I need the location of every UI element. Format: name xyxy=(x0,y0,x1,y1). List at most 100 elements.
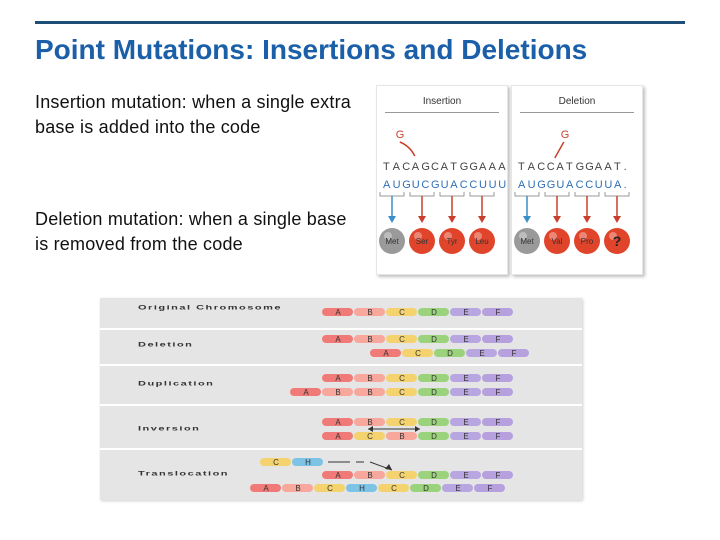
codon-bracket xyxy=(575,192,599,196)
codon-bracket xyxy=(440,192,464,196)
segment-label: H xyxy=(305,458,311,467)
mrna-base: U xyxy=(556,179,564,191)
amino-acid-label: Val xyxy=(552,237,563,246)
dna-base: A xyxy=(556,161,564,173)
mrna-base: A xyxy=(566,179,574,191)
segment-label: E xyxy=(463,418,468,427)
segment-label: F xyxy=(496,471,501,480)
mrna-base: U xyxy=(441,179,449,191)
codon-bracket xyxy=(470,192,494,196)
translation-arrowhead xyxy=(613,216,621,223)
segment-label: F xyxy=(496,374,501,383)
chromosome: CH xyxy=(260,458,323,467)
mrna-base: G xyxy=(402,179,411,191)
chromosome: ACDEF xyxy=(370,349,529,358)
segment-label: D xyxy=(431,374,437,383)
codon-bracket xyxy=(515,192,539,196)
mutation-arrow xyxy=(400,142,415,156)
dna-base: A xyxy=(489,161,497,173)
translation-arrowhead xyxy=(478,216,486,223)
dna-base: A xyxy=(528,161,536,173)
translation-arrowhead xyxy=(388,216,396,223)
mrna-base: C xyxy=(460,179,468,191)
segment-label: B xyxy=(367,471,372,480)
dna-base: C xyxy=(402,161,410,173)
codon-bracket xyxy=(410,192,434,196)
translation-arrowhead xyxy=(448,216,456,223)
segment-label: E xyxy=(455,484,460,493)
dna-base: C xyxy=(537,161,545,173)
segment-label: B xyxy=(367,388,372,397)
segment-label: A xyxy=(383,349,389,358)
segment-label: E xyxy=(463,374,468,383)
deletion-bullet: Deletion mutation: when a single base is… xyxy=(35,207,365,257)
mrna-base: U xyxy=(393,179,401,191)
mrna-base: G xyxy=(431,179,440,191)
mrna-base: A xyxy=(614,179,622,191)
segment-label: D xyxy=(431,388,437,397)
segment-label: C xyxy=(273,458,279,467)
chromosome-diagram: ABCDEFABCDEFACDEFABCDEFABBCDEFABCDEFACBD… xyxy=(100,298,582,500)
amino-acid-label: Pro xyxy=(581,237,594,246)
dna-base: G xyxy=(460,161,469,173)
chromosome: ACBDEF xyxy=(322,432,513,441)
dna-base: T xyxy=(614,161,621,173)
amino-acid-label: Met xyxy=(520,237,534,246)
segment-label: F xyxy=(496,432,501,441)
segment-label: A xyxy=(303,388,309,397)
dna-base: C xyxy=(431,161,439,173)
segment-label: C xyxy=(367,432,373,441)
segment-label: C xyxy=(399,471,405,480)
segment-label: A xyxy=(335,308,341,317)
segment-label: F xyxy=(496,335,501,344)
segment-label: B xyxy=(335,388,340,397)
codon-bracket xyxy=(605,192,629,196)
amino-acid-label: Ser xyxy=(416,237,429,246)
translation-arrowhead xyxy=(418,216,426,223)
segment-label: H xyxy=(359,484,365,493)
dna-base: T xyxy=(450,161,457,173)
translation-arrowhead xyxy=(553,216,561,223)
segment-label: A xyxy=(263,484,269,493)
amino-acid-label: Tyr xyxy=(446,237,457,246)
dna-base: A xyxy=(441,161,449,173)
segment-label: F xyxy=(488,484,493,493)
codon-bracket xyxy=(545,192,569,196)
chromosome-mutations-figure: Original Chromosome Deletion Duplication… xyxy=(100,298,582,500)
segment-label: E xyxy=(463,471,468,480)
slide-title: Point Mutations: Insertions and Deletion… xyxy=(35,34,587,66)
segment-label: C xyxy=(415,349,421,358)
dna-base: . xyxy=(624,161,627,173)
dna-base: G xyxy=(585,161,594,173)
segment-label: A xyxy=(335,374,341,383)
dna-base: C xyxy=(547,161,555,173)
segment-label: D xyxy=(431,471,437,480)
dna-base: T xyxy=(518,161,525,173)
dna-base: G xyxy=(421,161,430,173)
mrna-base: U xyxy=(595,179,603,191)
dna-base: G xyxy=(576,161,585,173)
segment-label: C xyxy=(399,418,405,427)
dna-base: A xyxy=(412,161,420,173)
amino-acid-label: Met xyxy=(385,237,399,246)
chromosome: ABCDEF xyxy=(322,374,513,383)
mrna-base: U xyxy=(489,179,497,191)
segment-label: C xyxy=(399,308,405,317)
segment-label: E xyxy=(479,349,484,358)
segment-label: B xyxy=(367,418,372,427)
segment-label: A xyxy=(335,471,341,480)
segment-label: E xyxy=(463,335,468,344)
dna-base: A xyxy=(498,161,506,173)
insertion-panel: Insertion GTACAGCATGGAAAAUGUCGUACCUUUMet… xyxy=(376,85,508,275)
mrna-base: C xyxy=(469,179,477,191)
amino-acid-label: Leu xyxy=(475,237,488,246)
segment-label: A xyxy=(335,418,341,427)
mrna-base: U xyxy=(412,179,420,191)
segment-label: B xyxy=(295,484,300,493)
segment-label: B xyxy=(367,374,372,383)
mrna-base: U xyxy=(498,179,506,191)
chromosome: ABCDEF xyxy=(322,308,513,317)
